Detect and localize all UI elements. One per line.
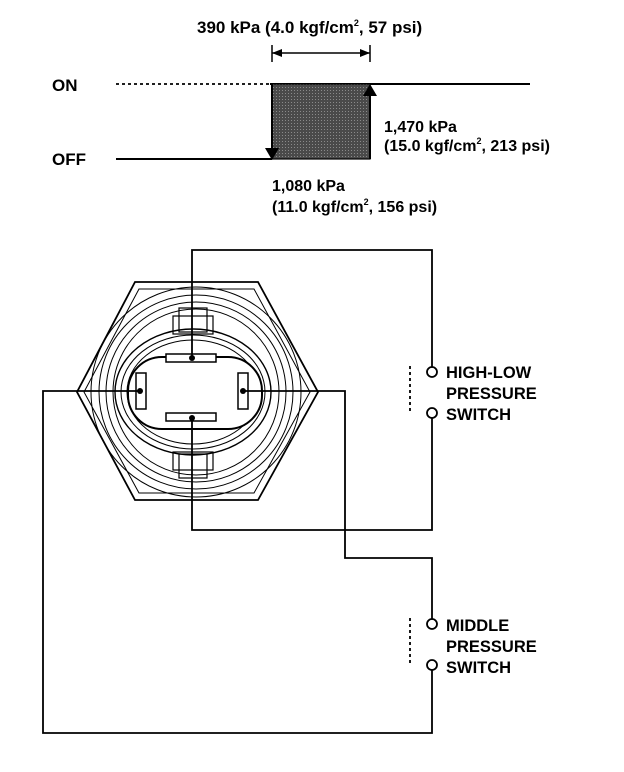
wire-hl-bottom	[191, 418, 433, 531]
on-pressure-detail: (15.0 kgf/cm2, 213 psi)	[384, 136, 550, 155]
hysteresis-band	[271, 83, 371, 160]
off-pressure-detail: (11.0 kgf/cm2, 156 psi)	[272, 197, 437, 216]
switch-contact-bottom	[426, 659, 438, 671]
wire-mid-top	[243, 390, 433, 620]
up-arrow-icon	[363, 84, 377, 96]
wire-hl-top	[191, 249, 433, 368]
hysteresis-chart: 390 kPa (4.0 kgf/cm2, 57 psi) ON OFF 1,4…	[52, 18, 550, 216]
on-label: ON	[52, 76, 78, 95]
middle-pressure-switch: MIDDLE PRESSURE SWITCH	[409, 617, 537, 677]
latch-bottom	[178, 453, 208, 479]
high-low-pressure-switch: HIGH-LOW PRESSURE SWITCH	[409, 364, 537, 424]
dimension-arrow-right	[360, 49, 370, 57]
junction-right	[240, 388, 246, 394]
down-arrow-icon	[265, 148, 279, 160]
body-ring-1	[90, 286, 302, 498]
high-low-switch-label-2: PRESSURE	[446, 385, 537, 403]
latch-bottom-outer	[172, 451, 214, 471]
hysteresis-label: 390 kPa (4.0 kgf/cm2, 57 psi)	[197, 18, 422, 37]
connector-housing-2	[120, 334, 266, 450]
switch-contact-bottom	[426, 407, 438, 419]
pressure-switch-connector	[75, 281, 320, 501]
on-pressure-kpa: 1,470 kPa	[384, 119, 457, 136]
off-pressure-kpa: 1,080 kPa	[272, 178, 345, 195]
switch-contact-top	[426, 618, 438, 630]
body-ring-3	[105, 301, 287, 483]
wire-junctions	[137, 355, 246, 421]
high-low-switch-label-1: HIGH-LOW	[446, 364, 532, 382]
latch-top	[178, 307, 208, 333]
junction-bottom	[189, 415, 195, 421]
middle-switch-label-3: SWITCH	[446, 659, 511, 677]
switch-contact-top	[426, 366, 438, 378]
hex-body-outer	[75, 281, 320, 501]
off-label: OFF	[52, 150, 86, 169]
body-ring-4	[112, 308, 280, 476]
wire-mid-bottom	[42, 390, 433, 734]
body-ring-2	[98, 294, 294, 490]
middle-switch-label-1: MIDDLE	[446, 617, 509, 635]
junction-left	[137, 388, 143, 394]
high-low-switch-label-3: SWITCH	[446, 406, 511, 424]
dimension-arrow-left	[272, 49, 282, 57]
hex-body-inner	[83, 288, 311, 494]
middle-switch-label-2: PRESSURE	[446, 638, 537, 656]
latch-top-outer	[172, 315, 214, 335]
wiring	[42, 249, 433, 734]
junction-top	[189, 355, 195, 361]
